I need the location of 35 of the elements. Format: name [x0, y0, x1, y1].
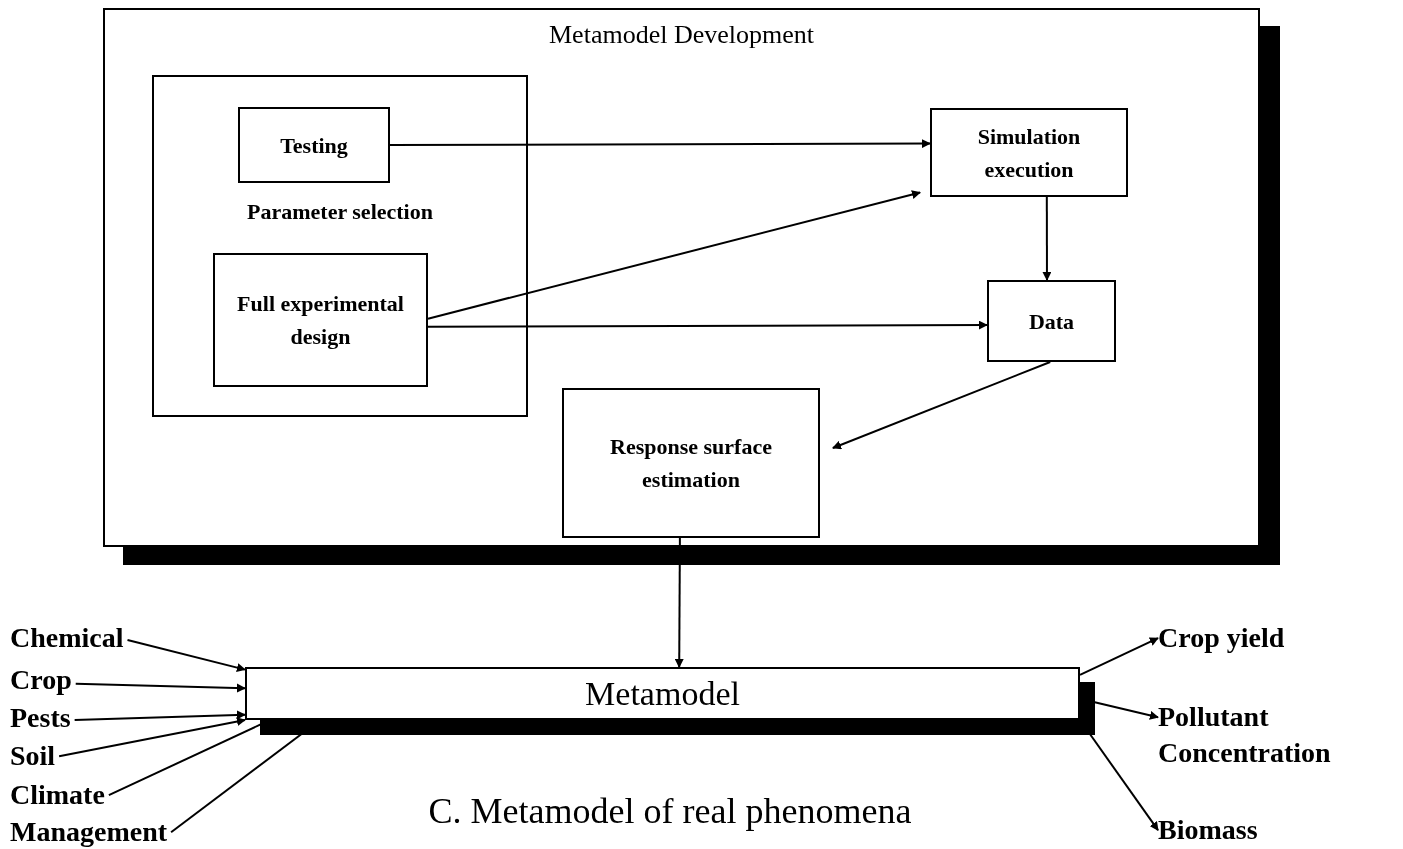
variable-label: Management [10, 815, 168, 849]
process-box [987, 280, 1116, 362]
arrow [126, 639, 246, 673]
group-box [152, 75, 528, 417]
variable-label: Crop [10, 663, 72, 697]
variable-label: Soil [10, 739, 56, 773]
process-label: Testing [280, 131, 348, 160]
arrow [58, 717, 246, 758]
process-box [562, 388, 820, 538]
arrow [74, 682, 246, 693]
process-box [213, 253, 428, 387]
process-label: Data [1028, 307, 1075, 336]
variable-label: Biomass [1158, 813, 1258, 847]
process-label: Simulation execution [976, 122, 1082, 184]
frame-title: Metamodel Development [549, 20, 814, 50]
arrow [1042, 196, 1052, 281]
arrow [674, 537, 684, 668]
arrow [1079, 637, 1159, 676]
caption: C. Metamodel of real phenomena [427, 790, 913, 832]
model-label: Metamodel [585, 674, 740, 713]
arrow [427, 190, 922, 320]
arrow [73, 710, 246, 721]
variable-label: Pollutant Concentration [1158, 700, 1332, 771]
arrow [831, 361, 1052, 450]
group-label: Parameter selection [246, 199, 434, 225]
arrow [427, 320, 988, 330]
variable-label: Climate [10, 778, 105, 812]
variable-label: Pests [10, 701, 71, 735]
process-label: Response surface estimation [609, 433, 773, 494]
process-box [930, 108, 1128, 197]
arrow [389, 139, 931, 149]
variable-label: Chemical [10, 621, 124, 655]
process-label: Full experimental design [236, 290, 405, 351]
process-box [238, 107, 390, 183]
variable-label: Crop yield [1158, 621, 1285, 655]
